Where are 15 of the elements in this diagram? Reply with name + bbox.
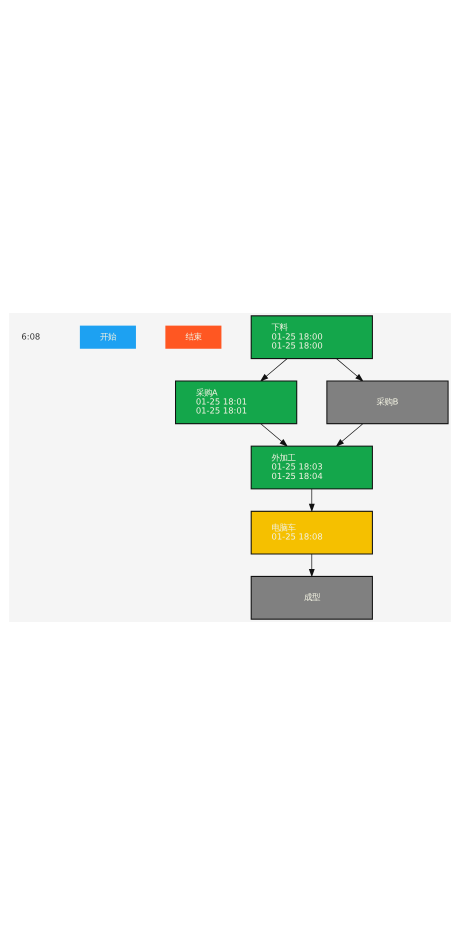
node-box: 外加工 01-25 18:03 01-25 18:04 xyxy=(250,445,372,489)
arrow xyxy=(336,358,364,381)
label: 6:08 xyxy=(20,330,40,341)
node-box: 采购A 01-25 18:01 01-25 18:01 xyxy=(174,380,297,424)
node-box: 结束 xyxy=(164,325,221,348)
arrow xyxy=(260,358,288,381)
node-box: 下料 01-25 18:00 01-25 18:00 xyxy=(250,314,372,359)
arrow xyxy=(308,553,314,577)
node-box: 电脑车 01-25 18:08 xyxy=(250,510,372,554)
arrow xyxy=(260,422,288,446)
arrow xyxy=(335,422,363,446)
node-box: 采购B xyxy=(326,380,448,424)
node-box: 成型 xyxy=(250,575,372,620)
node-box: 开始 xyxy=(79,325,136,348)
arrow xyxy=(308,488,314,512)
